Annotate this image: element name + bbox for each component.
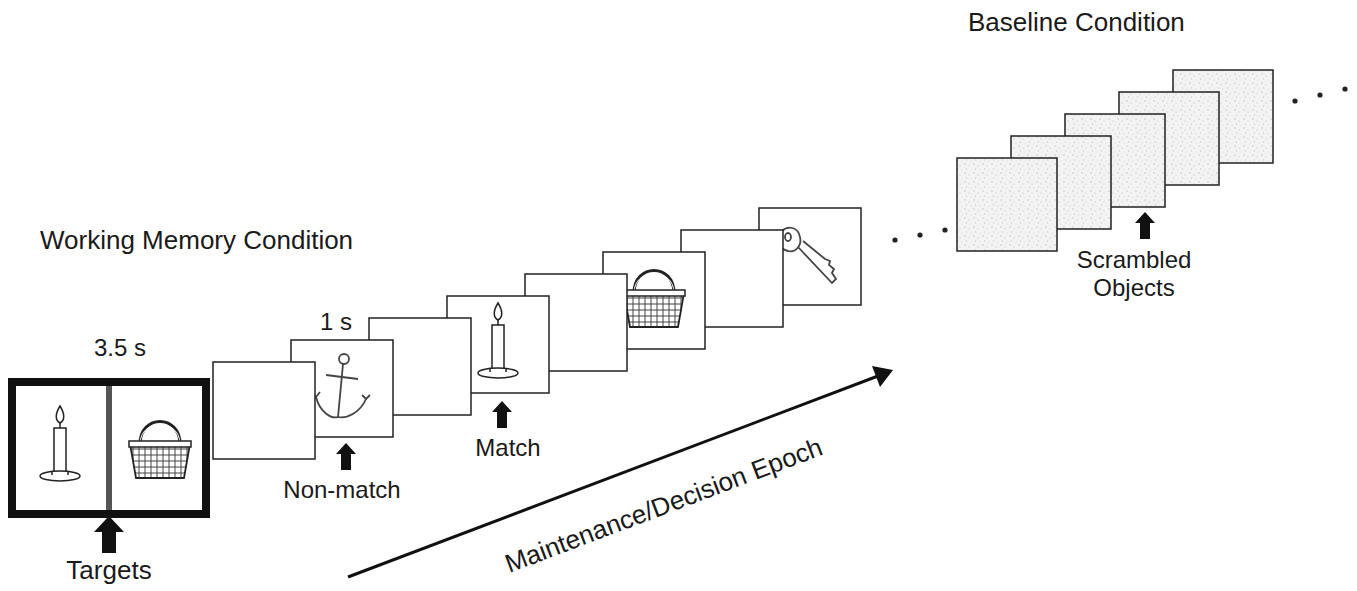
epoch-label: Maintenance/Decision Epoch	[501, 433, 827, 580]
trial-label: Non-match	[283, 476, 400, 504]
trial-label: Match	[475, 434, 540, 462]
epoch-arrow	[348, 366, 893, 577]
targets-label: Targets	[66, 556, 151, 586]
stimulus-frame	[213, 362, 315, 459]
baseline-label: Scrambled Objects	[1073, 246, 1195, 301]
condition-heading: Working Memory Condition	[40, 226, 353, 256]
duration-label: 1 s	[320, 308, 352, 336]
duration-label: 3.5 s	[94, 334, 146, 362]
ellipsis-dots	[892, 86, 1347, 242]
scrambled-frame	[957, 158, 1057, 251]
target-display	[12, 382, 206, 514]
scrambled-frames	[957, 70, 1273, 251]
condition-heading: Baseline Condition	[968, 8, 1185, 38]
pointer-arrows	[94, 212, 1155, 553]
